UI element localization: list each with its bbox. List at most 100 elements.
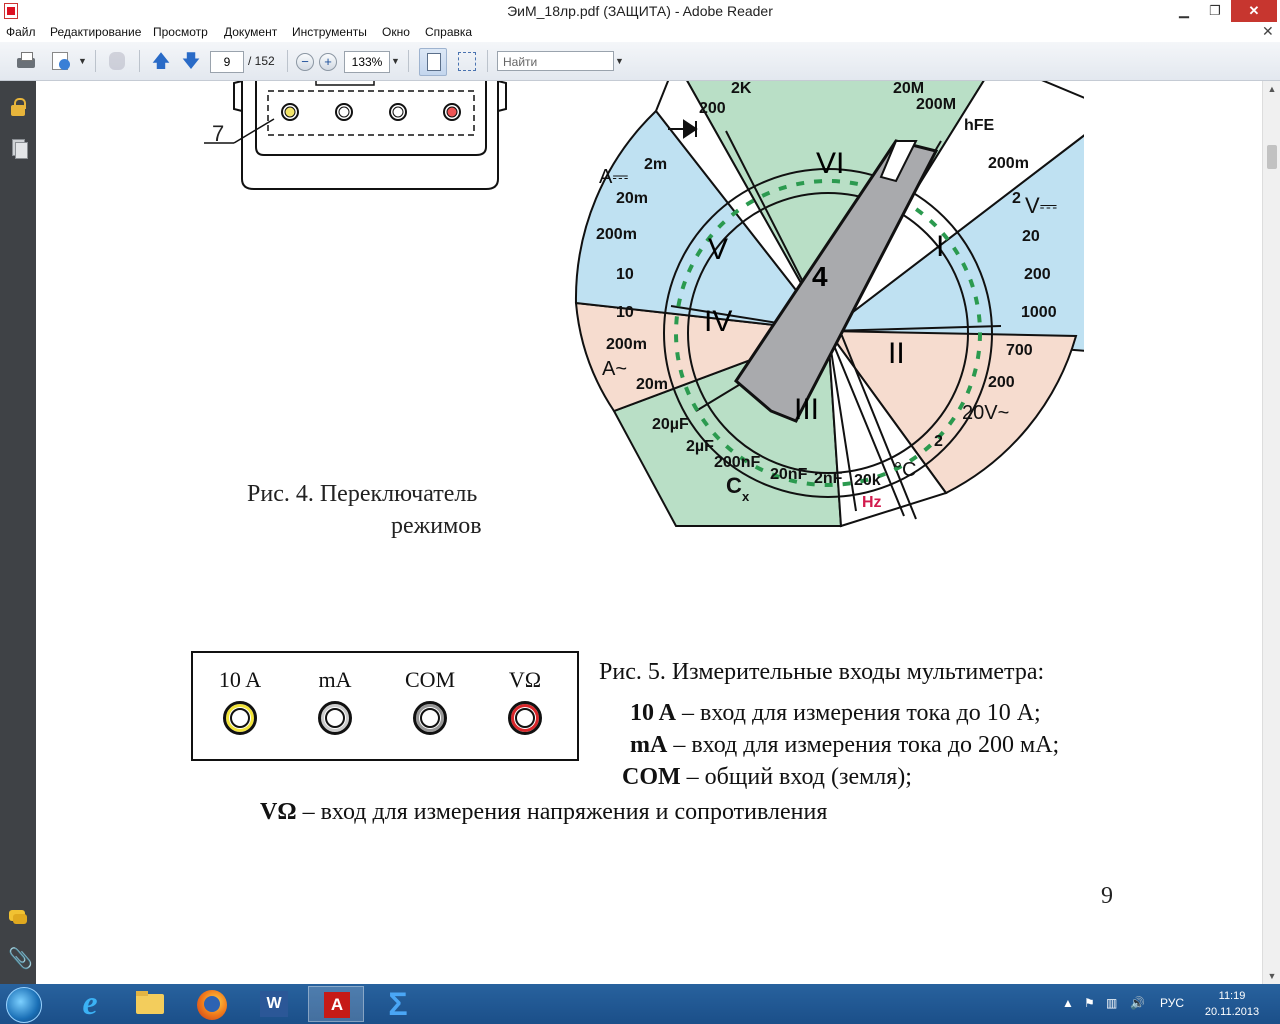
svg-text:2K: 2K	[731, 81, 752, 97]
svg-text:1000: 1000	[1021, 304, 1057, 321]
page-total: / 152	[248, 54, 275, 68]
show-hidden-icons-icon[interactable]: ▲	[1062, 996, 1074, 1010]
svg-text:2: 2	[1012, 190, 1021, 207]
share-icon[interactable]	[50, 50, 72, 72]
mode-switch-diagram: VI I II III IV V 4 200 2K 20M 200M hFE 2…	[574, 81, 1084, 528]
word-icon[interactable]	[246, 986, 302, 1022]
menu-tools[interactable]: Инструменты	[292, 25, 367, 39]
vertical-scrollbar[interactable]: ▲ ▼	[1262, 81, 1280, 984]
scroll-up-icon[interactable]: ▲	[1267, 84, 1277, 94]
knob-label: 4	[812, 261, 828, 292]
jack-ma	[318, 701, 352, 735]
clock[interactable]: 11:19 20.11.2013	[1196, 988, 1268, 1020]
menu-help[interactable]: Справка	[425, 25, 473, 39]
svg-text:2nF: 2nF	[814, 470, 843, 487]
window-title: ЭиМ_18лр.pdf (ЗАЩИТА) - Adobe Reader	[507, 3, 773, 19]
svg-text:A~: A~	[602, 358, 627, 380]
page-number-input[interactable]: 9	[210, 51, 244, 73]
previous-page-icon[interactable]: 🡅	[151, 51, 171, 71]
svg-text:10: 10	[616, 266, 634, 283]
zoom-in-icon[interactable]: +	[319, 53, 337, 71]
svg-text:200: 200	[1024, 266, 1051, 283]
find-dropdown-icon[interactable]: ▼	[615, 56, 624, 66]
document-page: 7	[36, 81, 1262, 984]
internet-explorer-icon[interactable]: e	[82, 985, 98, 1022]
jack-com	[413, 701, 447, 735]
menu-document[interactable]: Документ	[224, 25, 278, 39]
svg-text:700: 700	[1006, 342, 1033, 359]
clock-date: 20.11.2013	[1204, 1006, 1260, 1018]
menu-view[interactable]: Просмотр	[153, 25, 208, 39]
svg-text:x: x	[742, 489, 750, 504]
menu-edit[interactable]: Редактирование	[50, 25, 142, 39]
figure5-line-10a: 10 A – вход для измерения тока до 10 А;	[630, 700, 1041, 726]
jack-label-com: COM	[404, 667, 456, 692]
zoom-dropdown-icon[interactable]: ▼	[391, 56, 400, 66]
svg-text:20m: 20m	[636, 376, 668, 393]
figure5-line-com: COM – общий вход (земля);	[622, 764, 912, 790]
minimize-button[interactable]: ▁	[1179, 3, 1189, 18]
svg-text:°C: °C	[894, 459, 916, 481]
lock-icon[interactable]	[8, 97, 28, 117]
fit-page-icon[interactable]	[419, 48, 447, 76]
fit-width-icon[interactable]	[455, 50, 477, 72]
sector-label-i: I	[936, 230, 944, 263]
share-dropdown-icon[interactable]: ▼	[78, 56, 87, 66]
toolbar-separator	[487, 50, 488, 72]
mathcad-icon[interactable]: Σ	[388, 986, 408, 1022]
toolbar-separator	[139, 50, 140, 72]
svg-text:C: C	[726, 473, 742, 498]
svg-text:200M: 200M	[916, 96, 956, 113]
firefox-icon[interactable]	[184, 986, 240, 1022]
sector-label-v: V	[708, 233, 728, 266]
zoom-level-input[interactable]: 133%	[344, 51, 390, 73]
svg-text:hFE: hFE	[964, 117, 995, 134]
adobe-reader-task-icon[interactable]	[308, 986, 364, 1022]
page-thumbnails-icon[interactable]	[8, 137, 28, 159]
close-document-icon[interactable]: ✕	[1262, 23, 1274, 39]
flag-icon[interactable]: ⚑	[1084, 996, 1095, 1010]
print-icon[interactable]	[14, 50, 38, 72]
attachments-icon[interactable]: 📎	[8, 948, 33, 970]
page-number: 9	[1101, 883, 1113, 909]
menu-file[interactable]: Файл	[6, 25, 36, 39]
toolbar-separator	[408, 50, 409, 72]
scroll-down-icon[interactable]: ▼	[1267, 971, 1277, 981]
close-button[interactable]: ✕	[1231, 0, 1277, 22]
start-button[interactable]	[6, 987, 42, 1023]
language-indicator[interactable]: РУС	[1160, 996, 1185, 1010]
jack-label-10a: 10 A	[218, 667, 262, 692]
next-page-icon[interactable]: 🡇	[181, 51, 201, 71]
svg-text:20: 20	[1022, 228, 1040, 245]
figure5-line-ma: mA – вход для измерения тока до 200 мА;	[630, 732, 1060, 758]
sector-label-iv: IV	[704, 305, 732, 338]
figure4-caption-line1: Рис. 4. Переключатель	[247, 481, 478, 507]
restore-button[interactable]: ❐	[1209, 3, 1221, 18]
callout-7: 7	[212, 121, 225, 146]
file-explorer-icon[interactable]	[122, 986, 178, 1022]
svg-text:20nF: 20nF	[770, 466, 808, 483]
comments-icon[interactable]	[8, 907, 28, 927]
svg-text:200m: 200m	[596, 226, 637, 243]
network-icon[interactable]: ▥	[1106, 996, 1118, 1010]
menu-window[interactable]: Окно	[382, 25, 410, 39]
sector-label-vi: VI	[816, 147, 844, 180]
jack-label-ma: mA	[318, 667, 352, 692]
title-bar: ЭиМ_18лр.pdf (ЗАЩИТА) - Adobe Reader ▁ ❐…	[0, 0, 1280, 23]
svg-text:V⎓: V⎓	[1025, 193, 1057, 218]
find-input[interactable]: Найти	[497, 51, 614, 71]
volume-icon[interactable]: 🔊	[1130, 996, 1145, 1010]
tick-ring	[674, 179, 982, 487]
svg-text:200: 200	[699, 100, 726, 117]
scroll-thumb[interactable]	[1267, 145, 1277, 169]
toolbar: ▼ 🡅 🡇 9 / 152 − + 133% ▼ Найти ▼	[0, 42, 1280, 81]
zoom-out-icon[interactable]: −	[296, 53, 314, 71]
svg-text:2m: 2m	[644, 156, 667, 173]
svg-text:200: 200	[988, 374, 1015, 391]
svg-text:Hz: Hz	[862, 494, 882, 511]
toolbar-separator	[95, 50, 96, 72]
multimeter-body-sketch	[204, 81, 507, 190]
navigation-pane: 📎	[0, 81, 36, 984]
svg-text:200m: 200m	[606, 336, 647, 353]
svg-text:2µF: 2µF	[686, 438, 714, 455]
